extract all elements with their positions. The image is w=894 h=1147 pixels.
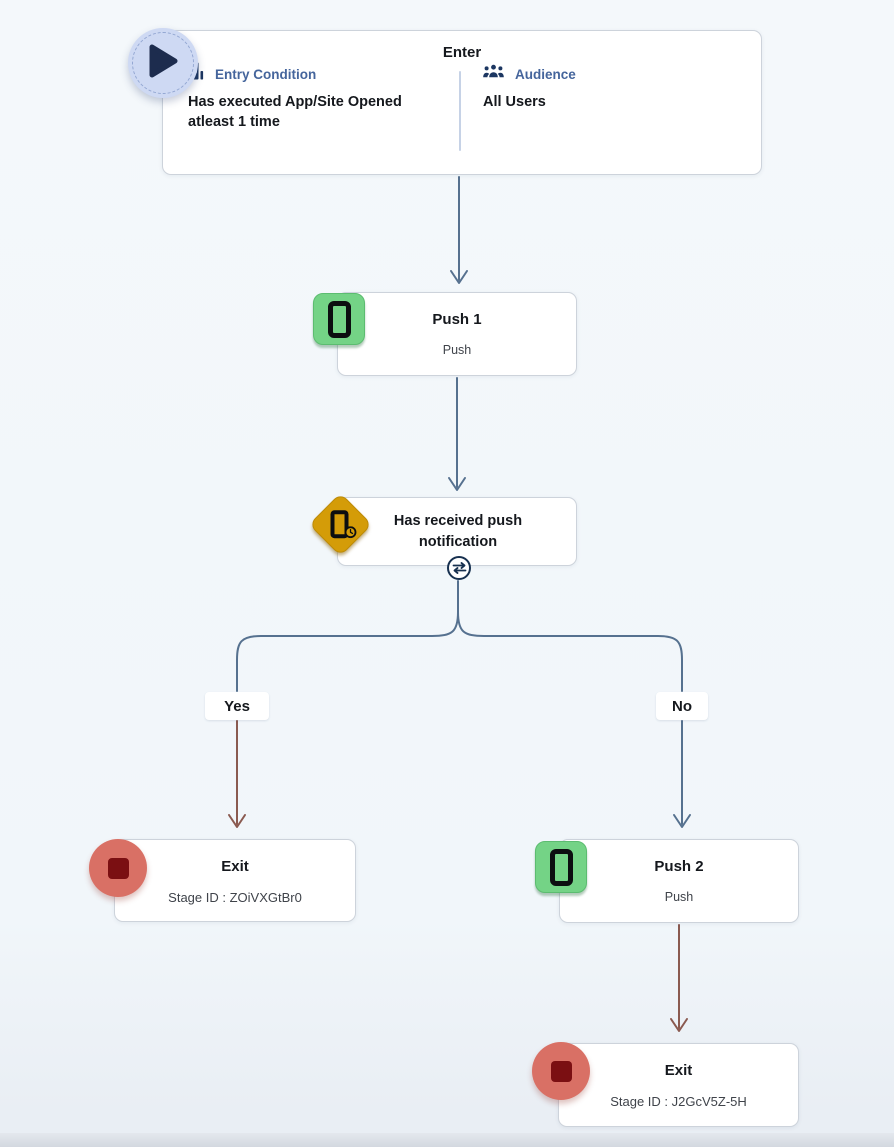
exit-node-no[interactable]: Exit Stage ID : J2GcV5Z-5H (558, 1043, 799, 1127)
connector-branch-yes (236, 611, 459, 692)
clock-badge-icon (344, 525, 357, 543)
entry-condition-section: Entry Condition Has executed App/Site Op… (188, 62, 448, 132)
audience-section: Audience All Users (483, 63, 733, 112)
push1-title: Push 1 (432, 311, 482, 328)
push1-mobile-phone-icon (313, 293, 365, 345)
enter-node-title: Enter (442, 44, 482, 61)
exit-node-yes[interactable]: Exit Stage ID : ZOiVXGtBr0 (114, 839, 356, 922)
condition-title: Has received push notification (393, 513, 523, 550)
people-group-icon (483, 64, 504, 84)
push2-node[interactable]: Push 2 Push (559, 839, 799, 923)
exit-no-stage-id: Stage ID : J2GcV5Z-5H (610, 1094, 747, 1109)
audience-label: Audience (515, 66, 576, 82)
branch-label-no[interactable]: No (656, 692, 708, 720)
branch-label-yes[interactable]: Yes (205, 692, 269, 720)
exit-yes-stage-id: Stage ID : ZOiVXGtBr0 (168, 890, 302, 905)
push1-node[interactable]: Push 1 Push (337, 292, 577, 376)
exit-yes-stop-square-icon (89, 839, 147, 897)
push2-mobile-phone-icon (535, 841, 587, 893)
play-button-ring (132, 32, 194, 94)
entry-condition-value: Has executed App/Site Opened atleast 1 t… (188, 94, 402, 130)
play-button[interactable] (128, 28, 198, 98)
window-bottom-edge (0, 1133, 894, 1147)
audience-value: All Users (483, 94, 546, 110)
entry-condition-label: Entry Condition (215, 66, 317, 82)
push2-channel: Push (664, 890, 694, 904)
enter-node-divider (459, 71, 461, 151)
connector-branch-no (457, 611, 683, 692)
enter-node[interactable]: Enter Entry Condition Has executed App/S… (162, 30, 762, 175)
push1-channel: Push (442, 343, 472, 357)
exit-no-title: Exit (664, 1062, 693, 1079)
exit-yes-title: Exit (221, 858, 249, 875)
push2-title: Push 2 (654, 858, 704, 875)
phone-with-clock-diamond-icon (308, 492, 373, 557)
exit-no-stop-square-icon (532, 1042, 590, 1100)
condition-node[interactable]: Has received push notification (337, 497, 577, 566)
two-way-arrows-icon[interactable] (447, 556, 471, 580)
